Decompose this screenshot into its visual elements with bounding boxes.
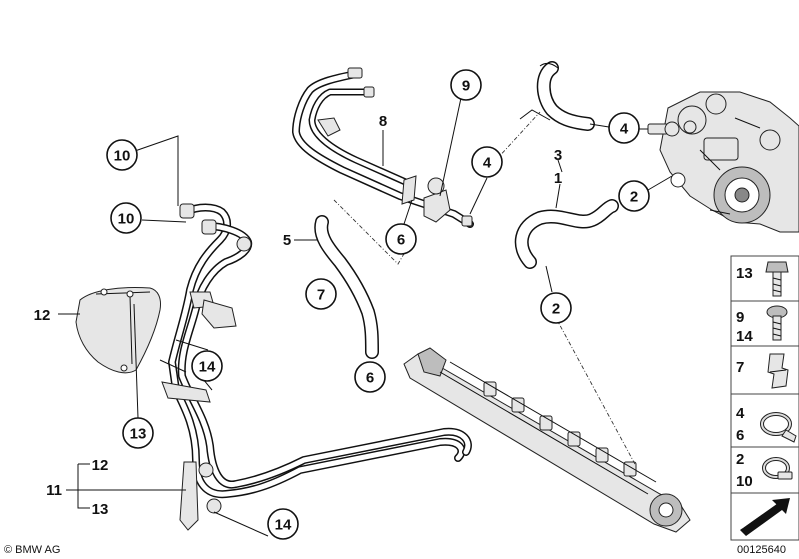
callout-13-label: 13: [130, 426, 147, 443]
hose-clip-icon: [767, 353, 789, 389]
legend-row-13[interactable]: 13: [736, 261, 789, 297]
socket-bolt-icon: [766, 305, 788, 341]
diagram-number: 00125640: [737, 544, 786, 556]
leader-lines: [58, 97, 673, 537]
fuel-rail: [403, 347, 691, 533]
legend-label-2: 2: [736, 451, 744, 468]
callout-14-lower[interactable]: 14: [267, 508, 299, 540]
hose-3: [536, 61, 595, 131]
legend-row-4-6[interactable]: 4 6: [736, 405, 797, 444]
legend-label-6: 6: [736, 427, 744, 444]
callout-10-top[interactable]: 10: [106, 139, 138, 171]
callout-2-pump[interactable]: 2: [618, 180, 650, 212]
callout-14-lower-label: 14: [275, 517, 292, 534]
callout-4-pump[interactable]: 4: [608, 112, 640, 144]
callout-2-rail[interactable]: 2: [540, 292, 572, 324]
callout-13[interactable]: 13: [122, 417, 154, 449]
callout-2-rail-label: 2: [552, 301, 560, 318]
legend-label-10: 10: [736, 473, 753, 490]
high-pressure-pump: [659, 91, 799, 233]
hose-1: [514, 199, 619, 269]
callout-7[interactable]: 7: [305, 278, 337, 310]
legend-label-4: 4: [736, 405, 745, 422]
label-3[interactable]: 3: [554, 147, 562, 164]
pipe-assembly-8: [292, 67, 474, 228]
callout-6-lower-label: 6: [366, 370, 374, 387]
heat-shield-12: [75, 287, 161, 374]
label-8[interactable]: 8: [379, 113, 387, 130]
legend-label-9: 9: [736, 309, 744, 326]
legend-label-13: 13: [736, 265, 753, 282]
callout-4-pump-label: 4: [620, 121, 629, 138]
legend-row-9-14[interactable]: 9 14: [736, 305, 788, 345]
legend-row-2-10[interactable]: 2 10: [736, 451, 793, 490]
callout-10-top-label: 10: [114, 148, 131, 165]
callout-9-label: 9: [462, 78, 470, 95]
label-12-sub[interactable]: 12: [92, 457, 109, 474]
callout-6-upper[interactable]: 6: [385, 223, 417, 255]
callout-2-pump-label: 2: [630, 189, 638, 206]
return-lines: [159, 203, 472, 531]
callout-4-rail[interactable]: 4: [471, 146, 503, 178]
legend-row-7[interactable]: 7: [736, 353, 789, 389]
callout-6-lower[interactable]: 6: [354, 361, 386, 393]
hose-7: [314, 215, 379, 359]
label-13-sub[interactable]: 13: [92, 501, 109, 518]
fastener-legend: 13 9 14 7 4: [730, 255, 799, 541]
label-12[interactable]: 12: [34, 307, 51, 324]
direction-arrow-icon: [740, 498, 790, 536]
callout-4-rail-label: 4: [483, 155, 492, 172]
callout-10-mid[interactable]: 10: [110, 202, 142, 234]
callout-6-upper-label: 6: [397, 232, 405, 249]
band-clamp-icon: [762, 457, 793, 480]
spring-clamp-icon: [760, 412, 797, 443]
callout-7-label: 7: [317, 287, 325, 304]
legend-label-14: 14: [736, 328, 753, 345]
label-5[interactable]: 5: [283, 232, 291, 249]
callout-9[interactable]: 9: [450, 69, 482, 101]
callout-10-mid-label: 10: [118, 211, 135, 228]
callout-14-upper-label: 14: [199, 359, 216, 376]
legend-label-7: 7: [736, 359, 744, 376]
hex-bolt-icon: [765, 261, 789, 297]
label-11[interactable]: 11: [46, 482, 62, 499]
callout-14-upper[interactable]: 14: [191, 350, 223, 382]
label-1[interactable]: 1: [554, 170, 562, 187]
copyright-text: © BMW AG: [4, 544, 60, 556]
